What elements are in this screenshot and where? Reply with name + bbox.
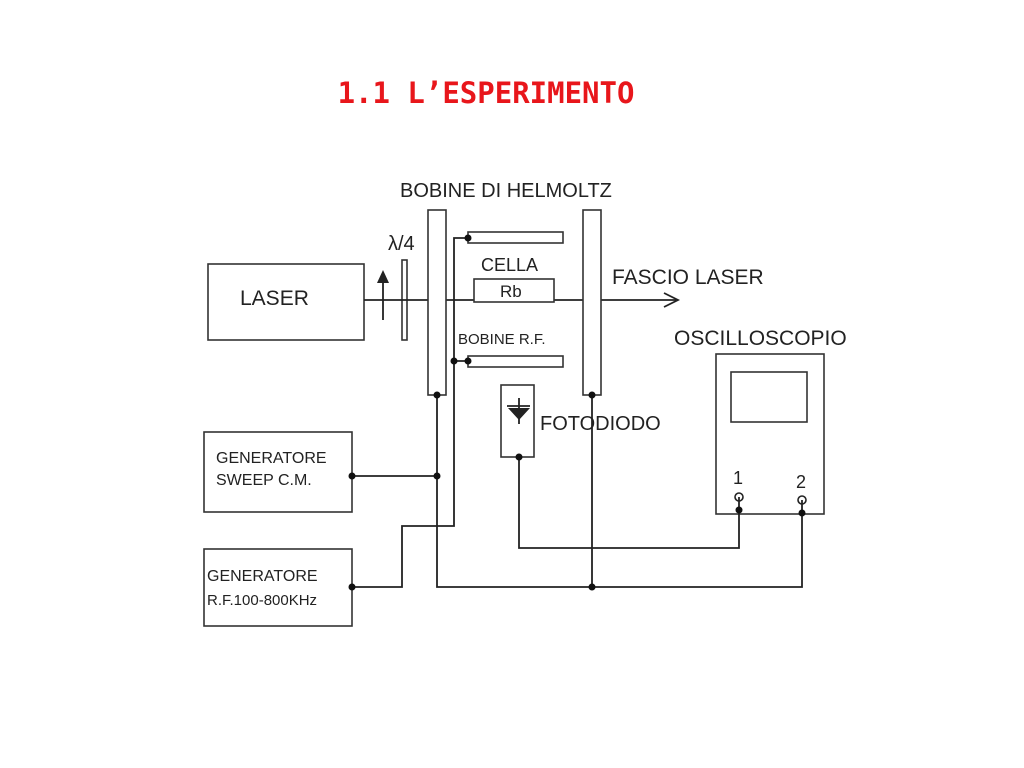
rb-cell (473, 278, 555, 303)
laser-box (207, 263, 365, 341)
junction-dot (798, 509, 806, 517)
sweep-generator-box (203, 431, 353, 513)
rf-coils-label: BOBINE R.F. (458, 331, 546, 348)
slide-title: 1.1 L’ESPERIMENTO (337, 76, 635, 110)
polarization-arrowhead (377, 270, 389, 283)
beam-arrowhead (663, 292, 681, 308)
waveplate-label: λ/4 (388, 233, 415, 255)
rf-coil-bottom (467, 355, 564, 368)
junction-dot (588, 583, 596, 591)
junction-dot (588, 391, 596, 399)
junction-dot (433, 472, 441, 480)
junction-dot (464, 357, 472, 365)
wire-helmholtz-feed (436, 395, 803, 588)
laser-label: LASER (240, 287, 309, 310)
junction-dot (515, 453, 523, 461)
rf-generator-box (203, 548, 353, 627)
helmholtz-coil-right (582, 209, 602, 396)
rf-coil-top (467, 231, 564, 244)
rf-generator-line1: GENERATORE (207, 568, 318, 585)
helmholtz-coil-left (427, 209, 447, 396)
channel-1-label: 1 (733, 468, 743, 488)
wire-rf-coils-feed (352, 237, 468, 588)
cell-label: CELLA (481, 255, 538, 275)
junction-dot (433, 391, 441, 399)
junction-dot (348, 583, 356, 591)
photodiode-box (500, 384, 535, 458)
oscilloscope-label: OSCILLOSCOPIO (674, 327, 847, 350)
oscilloscope-screen (730, 371, 808, 423)
junction-dot (450, 357, 458, 365)
beam-label: FASCIO LASER (612, 266, 764, 289)
rf-generator-line2: R.F.100-800KHz (207, 592, 317, 609)
wire-photodiode (518, 457, 740, 549)
junction-dot (348, 472, 356, 480)
sweep-generator-line1: GENERATORE (216, 450, 327, 467)
junction-dot (735, 506, 743, 514)
photodiode-label: FOTODIODO (540, 413, 661, 435)
junction-dot (464, 234, 472, 242)
cell-inner-label: Rb (500, 282, 522, 301)
channel-2-label: 2 (796, 472, 806, 492)
helmholtz-label: BOBINE DI HELMOLTZ (400, 180, 612, 202)
sweep-generator-line2: SWEEP C.M. (216, 472, 312, 489)
